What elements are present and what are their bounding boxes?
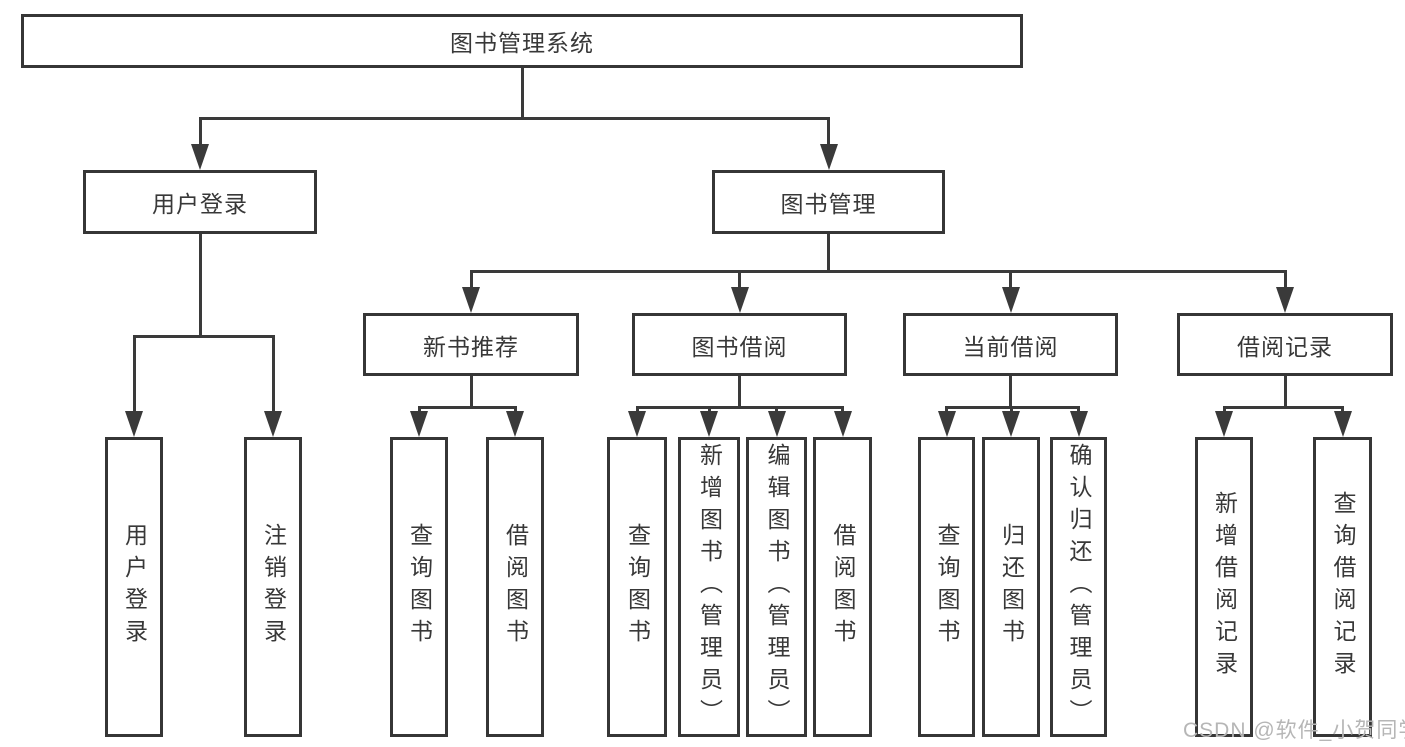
connector-arrow (700, 411, 718, 437)
node-label: 借阅图书 (502, 523, 529, 651)
connector-arrow (191, 144, 209, 170)
connector-arrow (264, 411, 282, 437)
node-label: 确认归还（管理员） (1066, 443, 1092, 731)
node-book-borrow: 图书借阅 (632, 313, 847, 376)
connector-line (469, 270, 473, 299)
connector-line (417, 406, 517, 409)
node-label: 查询图书 (406, 523, 433, 651)
node-label: 用户登录 (152, 191, 248, 217)
connector-line (827, 117, 830, 156)
connector-arrow (410, 411, 428, 437)
connector-line (1009, 376, 1012, 409)
connector-line (945, 406, 1080, 409)
node-current-borrow: 当前借阅 (903, 313, 1118, 376)
node-leaf-borrow-1: 借阅图书 (486, 437, 544, 737)
node-label: 查询借阅记录 (1330, 491, 1356, 683)
connector-line (132, 335, 275, 338)
node-label: 图书借阅 (691, 333, 788, 360)
node-label: 归还图书 (998, 523, 1025, 651)
node-label: 注销登录 (260, 523, 287, 651)
connector-arrow (1333, 411, 1352, 437)
node-system: 图书管理系统 (21, 14, 1023, 68)
node-user-login: 用户登录 (83, 170, 317, 234)
connector-line (469, 270, 1287, 273)
node-label: 新增图书（管理员） (696, 443, 723, 731)
connector-arrow (833, 411, 852, 437)
node-leaf-query-1: 查询图书 (390, 437, 448, 737)
node-label: 编辑图书（管理员） (764, 443, 790, 731)
connector-arrow (628, 411, 646, 437)
node-label: 查询图书 (624, 523, 651, 651)
connector-arrow (1215, 411, 1233, 437)
node-leaf-add-book: 新增图书（管理员） (678, 437, 740, 737)
connector-line (738, 376, 741, 409)
node-borrow-records: 借阅记录 (1177, 313, 1393, 376)
connector-line (271, 335, 275, 423)
node-leaf-add-rec: 新增借阅记录 (1195, 437, 1253, 737)
connector-line (132, 335, 136, 423)
node-label: 新书推荐 (423, 333, 519, 360)
connector-line (1283, 270, 1287, 299)
connector-arrow (125, 411, 143, 437)
node-leaf-borrow-2: 借阅图书 (813, 437, 872, 737)
connector-arrow (506, 411, 524, 437)
connector-arrow (937, 411, 956, 437)
connector-line (198, 117, 830, 120)
connector-line (635, 406, 844, 409)
connector-arrow (1001, 287, 1020, 313)
watermark: CSDN @软件_小贺同学 (1183, 719, 1405, 742)
node-label: 用户登录 (121, 523, 148, 651)
connector-arrow (767, 411, 786, 437)
node-leaf-query-rec: 查询借阅记录 (1313, 437, 1372, 737)
connector-arrow (1276, 287, 1294, 313)
connector-arrow (730, 287, 749, 313)
node-label: 当前借阅 (962, 333, 1059, 360)
node-leaf-confirm: 确认归还（管理员） (1050, 437, 1107, 737)
node-label: 图书管理 (780, 191, 877, 217)
node-new-book-rec: 新书推荐 (363, 313, 579, 376)
connector-arrow (462, 287, 480, 313)
node-book-mgmt: 图书管理 (712, 170, 945, 234)
connector-line (198, 234, 202, 338)
connector-line (520, 68, 524, 120)
node-label: 查询图书 (934, 523, 960, 651)
connector-line (1222, 406, 1344, 409)
connector-line (1009, 270, 1012, 299)
connector-line (827, 234, 830, 273)
node-leaf-query-2: 查询图书 (607, 437, 667, 737)
connector-line (1283, 376, 1287, 409)
node-label: 图书管理系统 (450, 30, 594, 56)
node-leaf-edit-book: 编辑图书（管理员） (746, 437, 807, 737)
connector-arrow (819, 144, 838, 170)
node-leaf-return: 归还图书 (982, 437, 1040, 737)
connector-arrow (1069, 411, 1088, 437)
connector-line (738, 270, 741, 299)
node-label: 借阅图书 (830, 523, 856, 651)
node-label: 新增借阅记录 (1211, 491, 1238, 683)
node-leaf-query-3: 查询图书 (918, 437, 975, 737)
connector-arrow (1002, 411, 1020, 437)
node-leaf-user-login: 用户登录 (105, 437, 163, 737)
node-leaf-logout: 注销登录 (244, 437, 302, 737)
node-label: 借阅记录 (1237, 333, 1333, 360)
connector-line (469, 376, 473, 409)
connector-line (198, 117, 202, 156)
